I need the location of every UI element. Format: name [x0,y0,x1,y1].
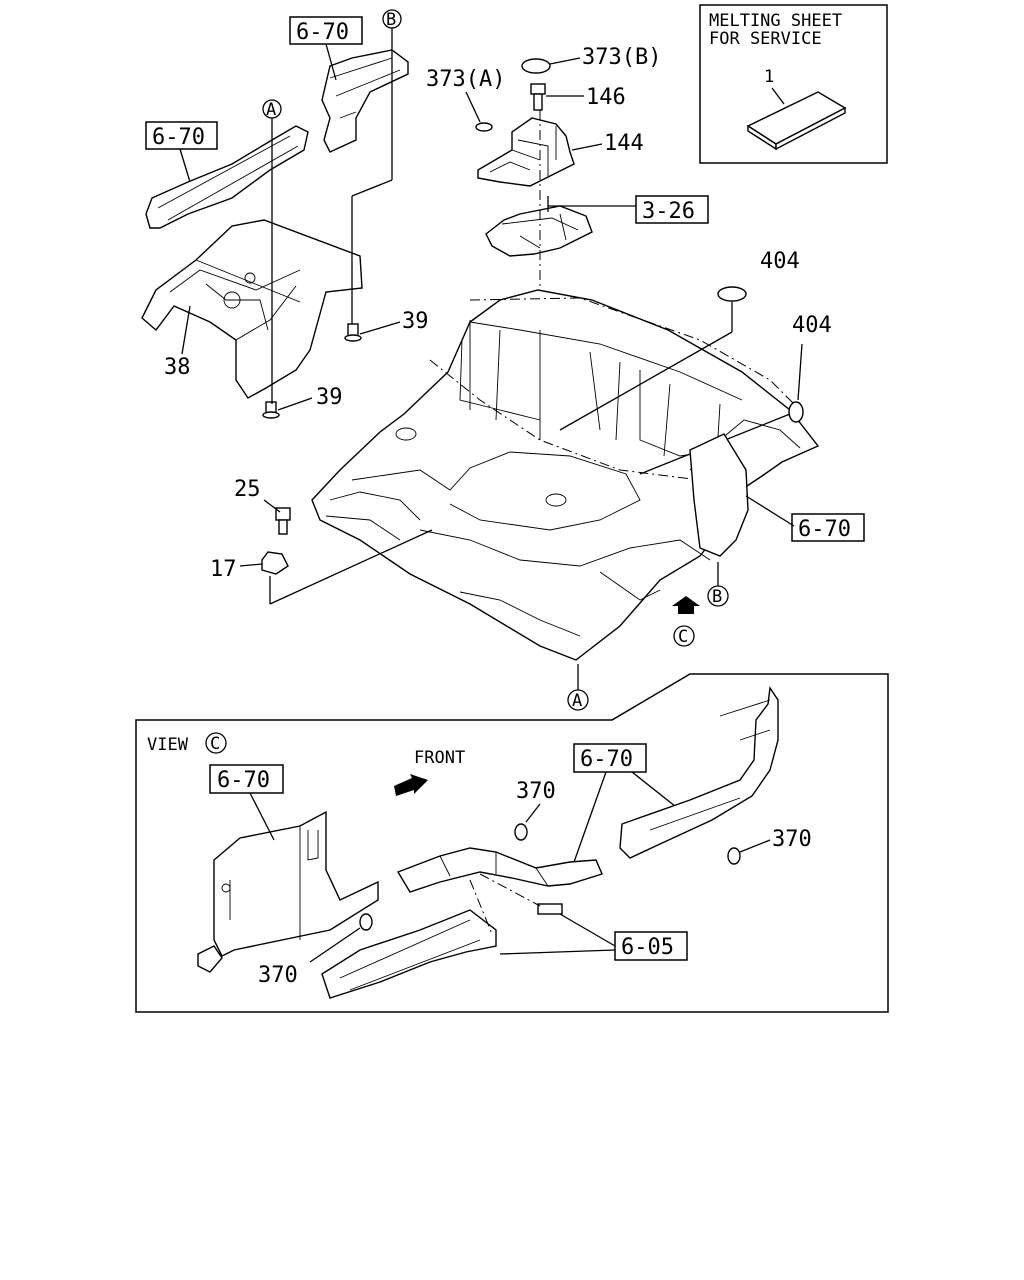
callout-39-upper: 39 [402,309,429,334]
marker-b-lower: B [707,562,729,607]
callout-25: 25 [234,477,261,502]
part-373a-plug: 373(A) [426,67,505,132]
front-arrow-icon [394,774,428,796]
melting-sheet-box: MELTING SHEET FOR SERVICE 1 [699,4,888,164]
ref-6-70-left: 6-70 [152,125,205,150]
ref-box-3-26 [635,195,709,224]
ref-6-70-right: 6-70 [798,517,851,542]
callout-146: 146 [586,85,626,110]
melting-sheet-drawing [746,91,847,151]
callout-17: 17 [210,557,237,582]
ref-box-6-70-upper [289,16,363,45]
callout-38: 38 [164,355,191,380]
ref-6-70-upper: 6-70 [296,20,349,45]
callout-373b: 373(B) [582,45,661,70]
view-marker: C [210,734,220,754]
marker-a-top-label: A [266,100,276,120]
marker-b-top-label: B [386,10,396,30]
part-25-bolt: 25 [234,477,291,535]
callout-370-center: 370 [516,779,556,804]
ref-box-6-70-view-left [209,764,284,794]
ref-box-6-70-right [791,513,865,542]
callout-39-lower: 39 [316,385,343,410]
fastener-39-upper: 39 [344,309,429,342]
part-17-bracket: 17 [210,529,433,605]
part-144-bracket: 144 [477,117,644,187]
right-side-member: 6-70 [689,433,865,557]
part-404-grommet-upper: 404 [559,249,800,431]
ref-3-26: 3-26 [642,199,695,224]
melting-sheet-title: MELTING SHEET [709,11,842,31]
melting-sheet-item-number: 1 [764,67,774,87]
marker-a-lower-label: A [572,691,582,711]
front-label: FRONT [414,748,465,768]
upper-frame-member: 6-70 [289,16,409,153]
melting-sheet-subtitle: FOR SERVICE [709,29,822,49]
view-c-inset: VIEW C FRONT 6-70 370 370 6-70 370 [135,673,889,1013]
part-3-26-mechanism: 3-26 [485,195,709,257]
marker-b-top: B [351,9,402,324]
callout-370-left: 370 [258,963,298,988]
part-146-bolt: 146 [530,83,626,111]
callout-373a: 373(A) [426,67,505,92]
ref-6-05: 6-05 [621,935,674,960]
callout-144: 144 [604,131,644,156]
left-frame-member: 6-70 [145,121,309,229]
part-373b-cap: 373(B) [521,45,661,74]
main-floor-panel [311,289,820,661]
ref-box-6-70-left [145,121,218,150]
view-c-arrow: C [672,596,700,647]
callout-370-right: 370 [772,827,812,852]
marker-b-lower-label: B [712,587,722,607]
marker-c-main-label: C [678,627,688,647]
callout-404-upper: 404 [760,249,800,274]
fastener-39-lower: 39 [262,385,343,419]
ref-6-70-view-left: 6-70 [217,768,270,793]
ref-box-6-70-view-center [573,743,647,773]
marker-a-top: A [262,99,282,404]
part-38-floor-panel: 38 [141,219,363,399]
ref-6-70-view-center: 6-70 [580,747,633,772]
callout-404-lower: 404 [792,313,832,338]
view-label: VIEW [147,735,189,755]
marker-a-lower: A [567,664,589,711]
